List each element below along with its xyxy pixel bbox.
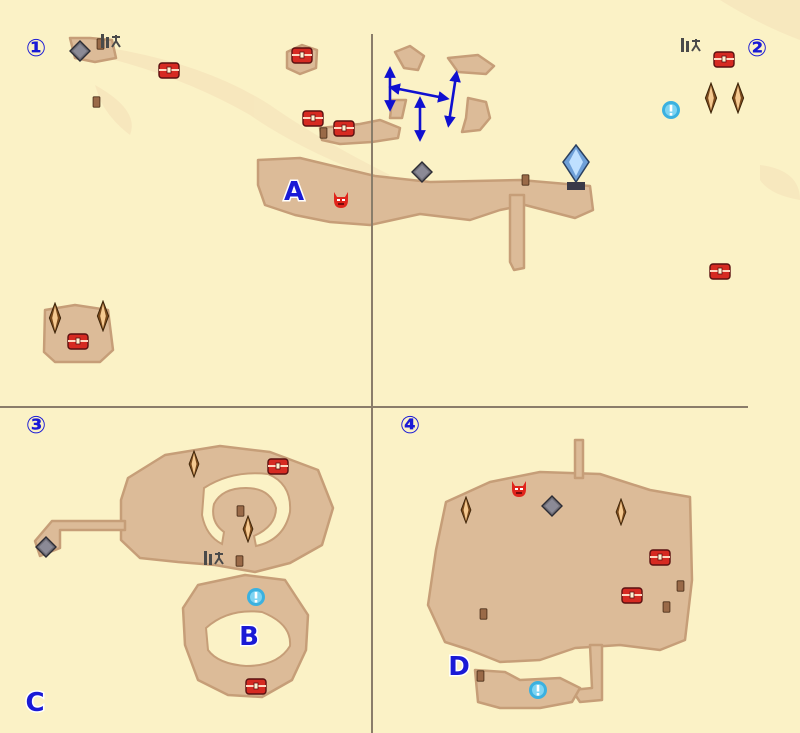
stake-marker-icon <box>92 96 101 108</box>
treasure-chest-icon[interactable] <box>267 458 289 475</box>
area-label-d: D <box>448 652 470 682</box>
area-b-upper-plateau <box>119 444 335 574</box>
bosses <box>334 192 526 497</box>
treasure-chest-icon[interactable] <box>621 587 643 604</box>
treasure-chest-icon[interactable] <box>333 120 355 137</box>
area-labels: A B C D <box>24 176 471 720</box>
area-label-b: B <box>239 622 259 652</box>
stake-marker-icon <box>235 555 244 567</box>
stake-marker-icon <box>479 608 488 620</box>
stake-marker-icon <box>236 505 245 517</box>
treasure-chest-icon[interactable] <box>709 263 731 280</box>
area-b-inner-void <box>204 610 292 668</box>
quadrant-label-1: ① <box>26 34 46 62</box>
ore-crystal-icon[interactable] <box>731 82 745 114</box>
puzzle-island-3 <box>460 96 492 134</box>
area-label-c: C <box>25 688 44 718</box>
ore-crystal-icon[interactable] <box>704 82 718 114</box>
stake-marker-icon <box>662 601 671 613</box>
treasure-chest-icon[interactable] <box>67 333 89 350</box>
treasure-chest-icon[interactable] <box>158 62 180 79</box>
puzzle-island-2 <box>446 53 496 76</box>
treasure-chest-icon[interactable] <box>302 110 324 127</box>
quest-exclamation-icon[interactable] <box>247 588 265 606</box>
area-d-spire <box>573 438 585 480</box>
area-c-spur <box>33 519 127 558</box>
waypoint-diamond-icon[interactable] <box>411 161 433 183</box>
quest-exclamation-icon[interactable] <box>662 101 680 119</box>
treasure-chest-icon[interactable] <box>713 51 735 68</box>
treasure-chest-icon[interactable] <box>245 678 267 695</box>
gate-icon[interactable] <box>680 37 701 53</box>
puzzle-island-4 <box>388 98 408 120</box>
quadrant-labels: ① ② ③ ④ <box>26 34 767 439</box>
quadrant-label-2: ② <box>747 34 767 62</box>
background-wisps <box>90 0 800 200</box>
treasure-chests <box>67 47 735 695</box>
quad1-ledge <box>318 118 402 146</box>
area-a-spur <box>508 193 526 272</box>
grid-lines <box>0 34 748 733</box>
area-d-tail <box>570 643 604 704</box>
stake-marker-icon <box>521 174 530 186</box>
area-d-plateau <box>426 470 694 664</box>
stake-marker-icon <box>476 670 485 682</box>
quadrant-label-3: ③ <box>26 411 46 439</box>
stake-marker-icon <box>676 580 685 592</box>
route-arrow-icon <box>388 83 450 103</box>
treasure-chest-icon[interactable] <box>291 47 313 64</box>
terrain-voids <box>200 472 292 668</box>
area-b-spiral-void <box>200 472 292 548</box>
quest-exclamation-icon[interactable] <box>529 681 547 699</box>
treasure-chest-icon[interactable] <box>649 549 671 566</box>
route-arrow-icon <box>444 70 461 128</box>
terrain-paths <box>33 36 694 710</box>
stake-marker-icon <box>319 127 328 139</box>
area-d-pocket <box>473 668 582 710</box>
quadrant-label-4: ④ <box>400 411 420 439</box>
area-label-a: A <box>284 177 304 207</box>
puzzle-island-1 <box>393 44 426 72</box>
route-arrows <box>384 66 461 142</box>
